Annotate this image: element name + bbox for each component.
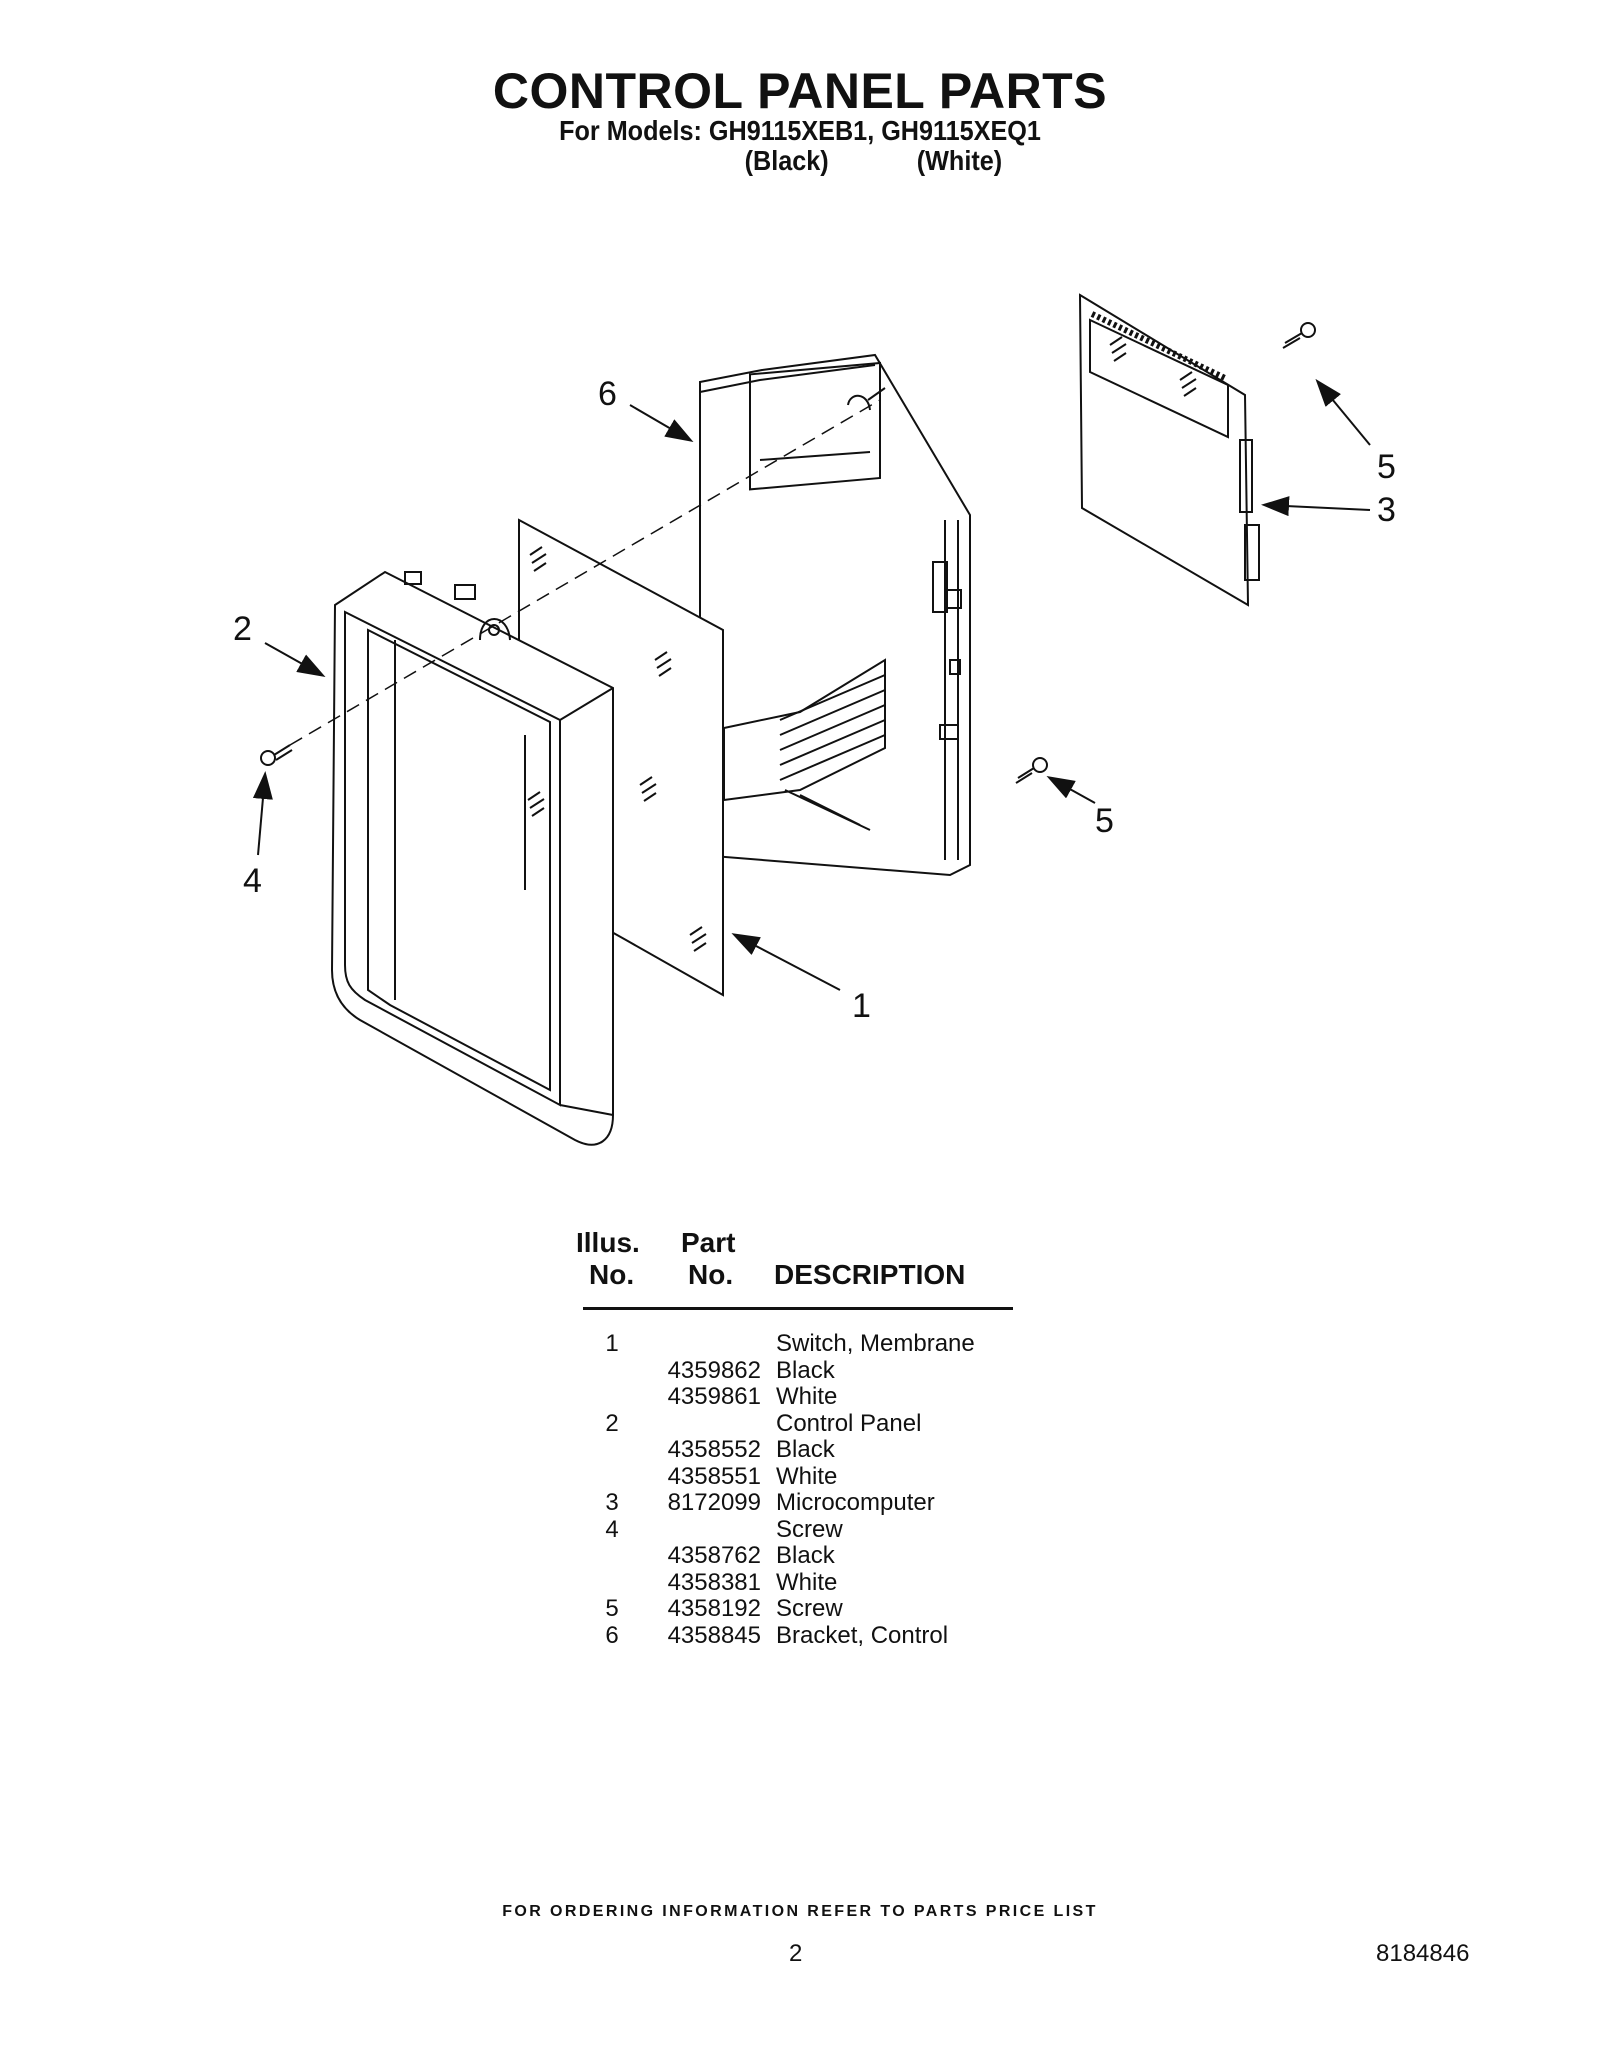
table-row: 4358381 White: [0, 1568, 1600, 1596]
table-row: 4359861 White: [0, 1383, 1600, 1410]
col-header-part-top: Part: [681, 1227, 736, 1258]
exploded-parts-diagram: 6 2 4 5 3 5 1: [233, 293, 1396, 1146]
control-bracket-part: [699, 353, 971, 877]
leader-arrow-6: [629, 404, 694, 443]
description-cell: Control Panel: [776, 1409, 922, 1437]
part-no-cell: 4358192: [667, 1595, 761, 1622]
callout-5-upper: 5: [1377, 448, 1396, 486]
illus-no-cell: 4: [605, 1515, 619, 1543]
screw-part-5-upper: [1282, 322, 1316, 349]
description-cell: Screw: [776, 1515, 843, 1543]
leader-arrow-4: [252, 771, 273, 856]
leader-arrow-5-lower: [1046, 776, 1096, 804]
description-cell: White: [776, 1462, 838, 1490]
table-row: 6 4358845 Bracket, Control: [0, 1621, 1600, 1649]
models-line: For Models: GH9115XEB1, GH9115XEQ1: [559, 115, 1041, 146]
callout-5-lower: 5: [1095, 802, 1114, 840]
table-row: 4359862 Black: [0, 1356, 1600, 1384]
microcomputer-board-part: [1078, 293, 1260, 607]
table-row: 5 4358192 Screw: [0, 1595, 1600, 1622]
part-no-cell: 4358381: [667, 1568, 761, 1596]
leader-arrow-2: [264, 642, 326, 677]
part-no-cell: 4358551: [667, 1462, 761, 1490]
leader-arrow-1: [731, 933, 841, 991]
description-cell: Switch, Membrane: [776, 1330, 975, 1357]
col-header-illus-bottom: No.: [589, 1259, 635, 1290]
table-row: 4358552 Black: [0, 1436, 1600, 1463]
description-cell: White: [776, 1383, 838, 1410]
col-header-description: DESCRIPTION: [774, 1259, 966, 1290]
part-no-cell: 4358552: [667, 1436, 761, 1463]
callout-4: 4: [243, 862, 262, 900]
table-row: 2 Control Panel: [0, 1409, 1600, 1437]
table-row: 1 Switch, Membrane: [0, 1330, 1600, 1357]
description-cell: Bracket, Control: [776, 1621, 949, 1649]
description-cell: Black: [776, 1356, 835, 1384]
table-row: 4358762 Black: [0, 1542, 1600, 1569]
screw-part-5-lower: [1015, 757, 1048, 784]
part-no-cell: 4359861: [667, 1383, 761, 1410]
table-row: 4 Screw: [0, 1515, 1600, 1543]
page-title: CONTROL PANEL PARTS: [492, 63, 1108, 119]
illus-no-cell: 2: [605, 1409, 619, 1437]
callout-3: 3: [1377, 491, 1396, 529]
ordering-note: FOR ORDERING INFORMATION REFER TO PARTS …: [502, 1903, 1098, 1920]
leader-arrow-3: [1261, 496, 1371, 517]
table-header-rule: [583, 1307, 1013, 1310]
illus-no-cell: 5: [605, 1595, 619, 1622]
color-label-black: (Black): [744, 145, 829, 176]
callout-6: 6: [598, 375, 617, 413]
leader-arrow-5-upper: [1315, 378, 1371, 446]
description-cell: Microcomputer: [776, 1489, 935, 1516]
description-cell: Screw: [776, 1595, 843, 1622]
col-header-illus-top: Illus.: [576, 1227, 640, 1258]
description-cell: White: [776, 1568, 838, 1596]
control-panel-frame-part: [330, 570, 614, 1146]
part-no-cell: 8172099: [667, 1489, 761, 1516]
callout-2: 2: [233, 610, 252, 648]
part-no-cell: 4358845: [667, 1621, 761, 1649]
illus-no-cell: 1: [605, 1330, 619, 1357]
illus-no-cell: 6: [605, 1621, 619, 1649]
assembly-guide-line: [289, 399, 881, 746]
page-number: 2: [789, 1940, 803, 1967]
table-row: 3 8172099 Microcomputer: [0, 1489, 1600, 1516]
description-cell: Black: [776, 1542, 835, 1569]
callout-1: 1: [852, 987, 871, 1025]
color-label-white: (White): [916, 145, 1003, 176]
description-cell: Black: [776, 1436, 835, 1463]
part-no-cell: 4358762: [667, 1542, 761, 1569]
col-header-part-bottom: No.: [688, 1259, 734, 1290]
illus-no-cell: 3: [605, 1489, 619, 1516]
document-number: 8184846: [1376, 1940, 1470, 1967]
part-no-cell: 4359862: [667, 1356, 761, 1384]
screw-part-4: [260, 744, 293, 766]
table-row: 4358551 White: [0, 1462, 1600, 1490]
